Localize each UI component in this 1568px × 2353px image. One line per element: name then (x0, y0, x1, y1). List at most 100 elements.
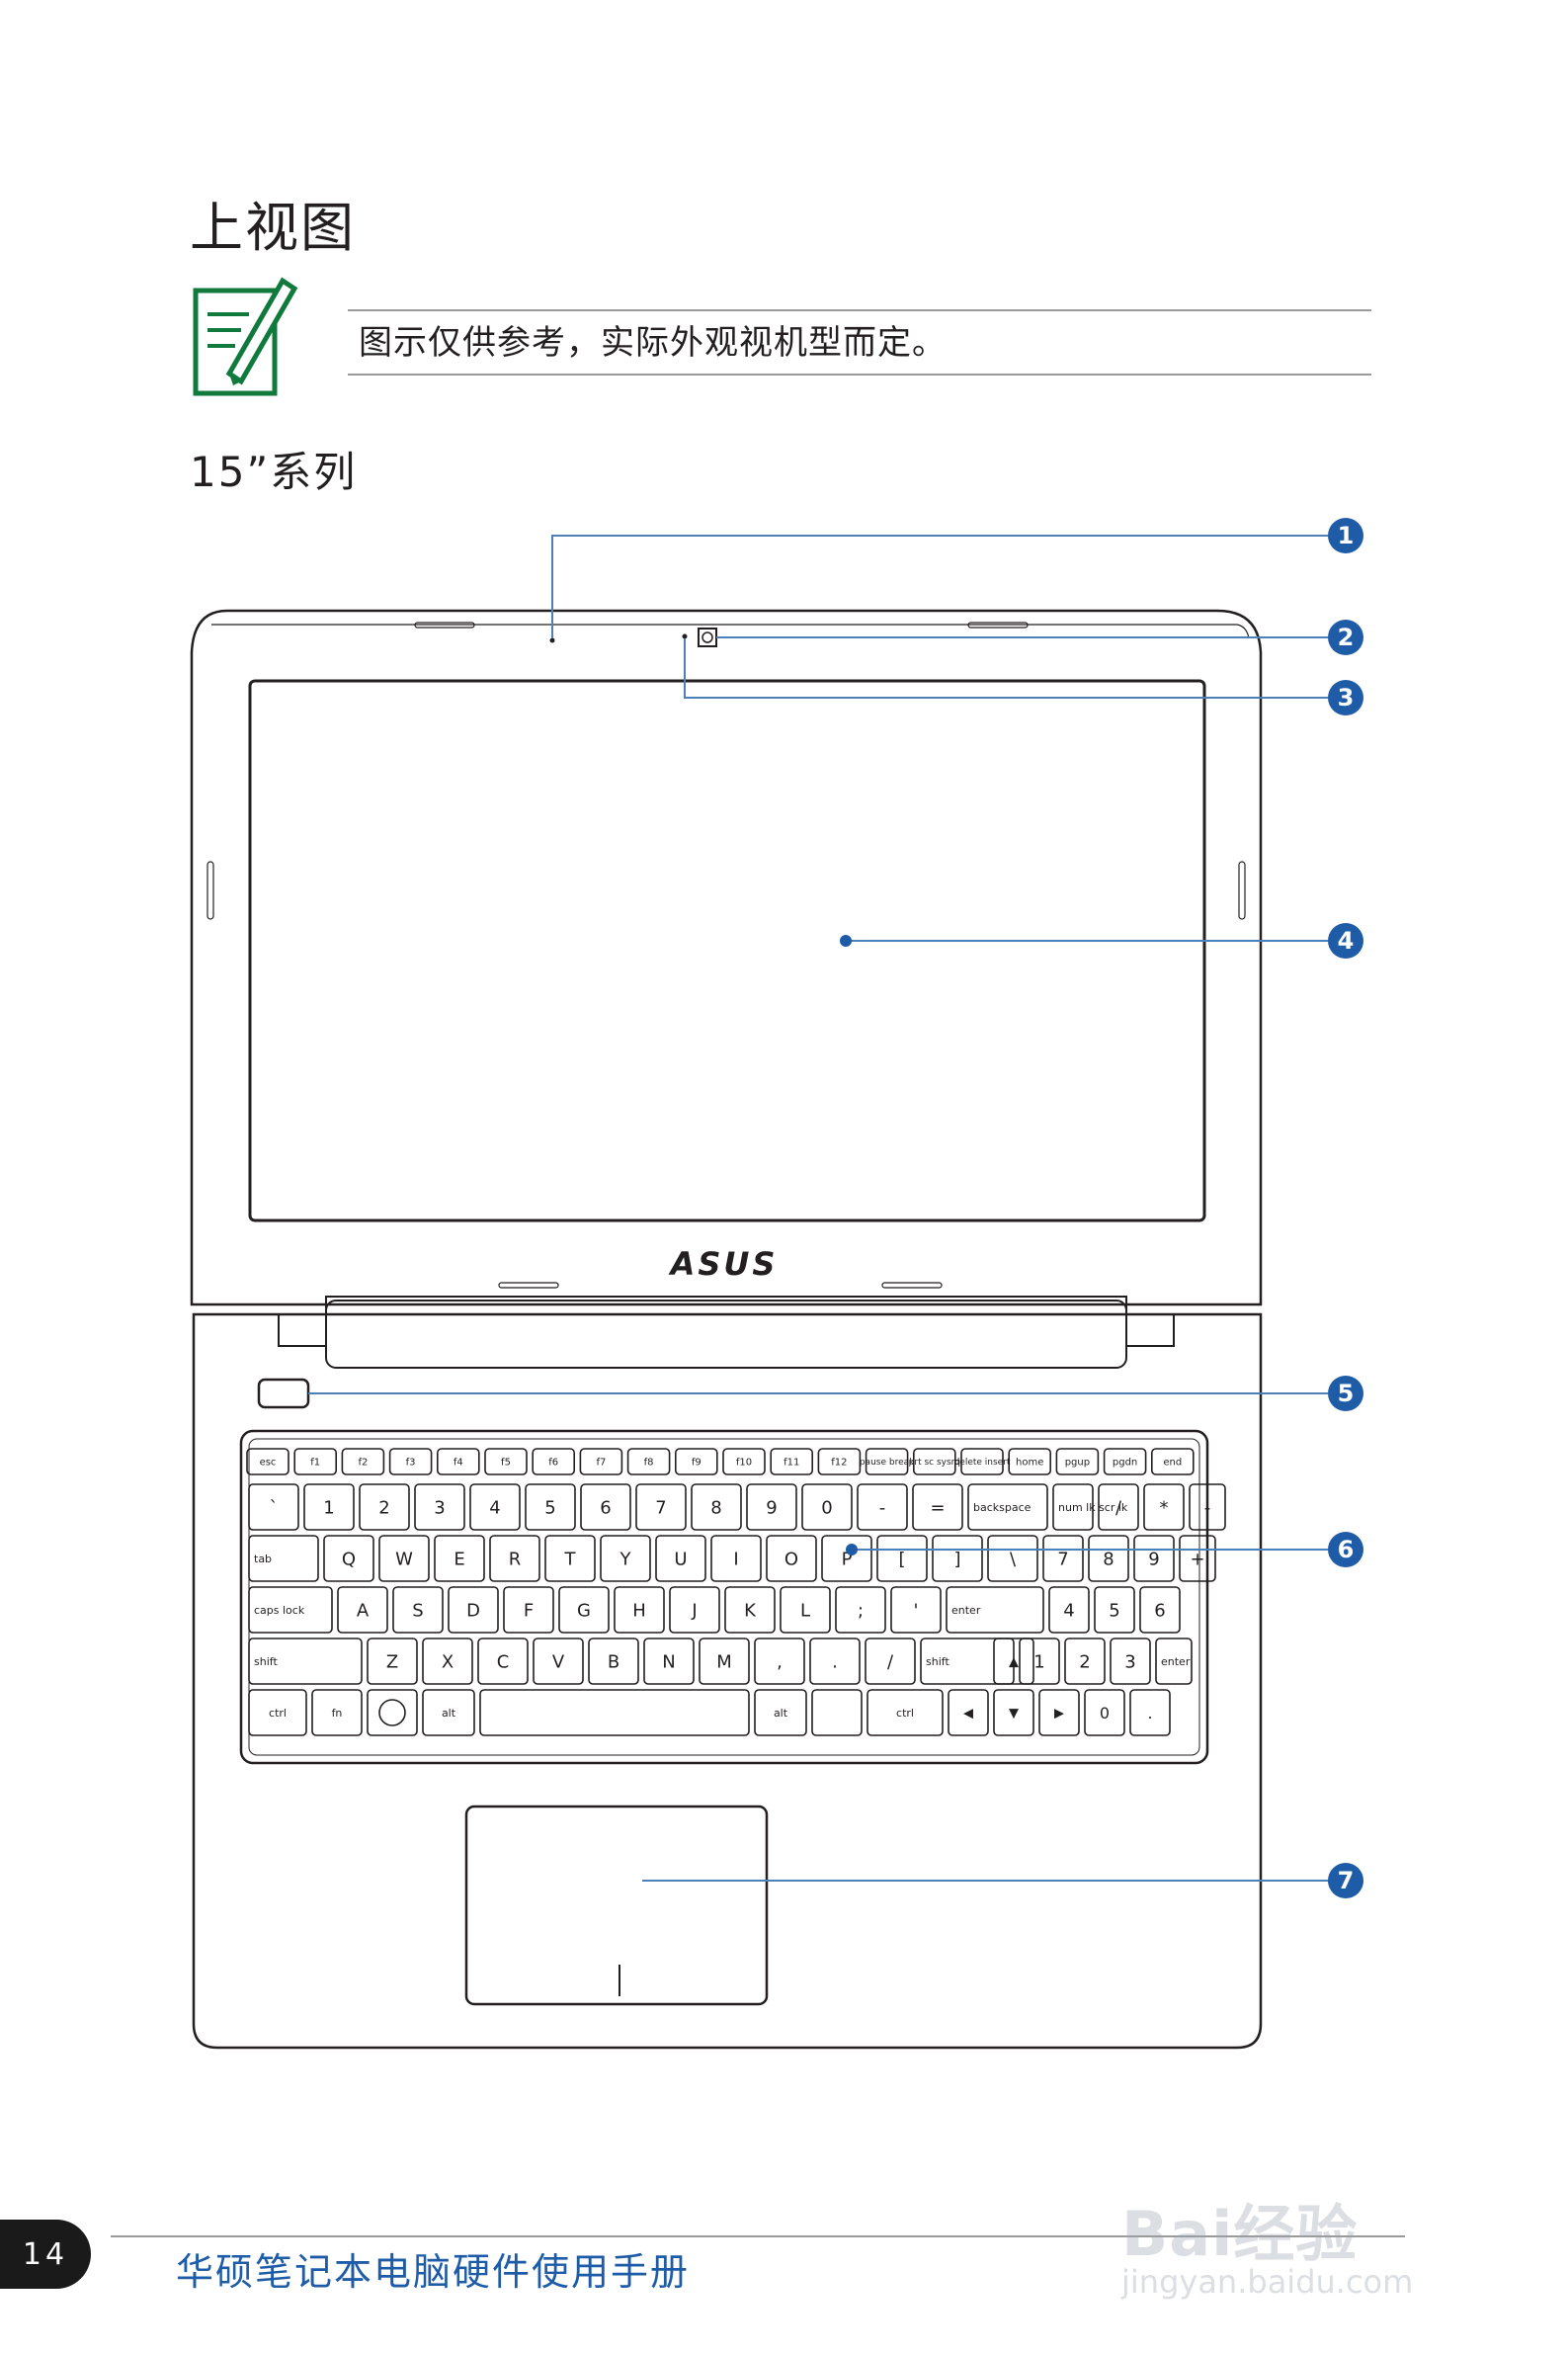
key-q: Q (323, 1535, 374, 1582)
key-pause-break: pause break (860, 1448, 915, 1475)
svg-text:3: 3 (1338, 684, 1355, 712)
key-symbol: - (1189, 1483, 1226, 1531)
svg-text:7: 7 (1057, 1549, 1068, 1569)
key-f7: f7 (579, 1448, 623, 1475)
key-l: L (780, 1586, 831, 1634)
svg-text:9: 9 (1148, 1549, 1159, 1569)
key-7: 7 (1042, 1535, 1084, 1582)
windows-key (367, 1689, 418, 1736)
svg-text:I: I (733, 1549, 738, 1569)
svg-text:+: + (1190, 1549, 1204, 1569)
svg-text:shift: shift (254, 1655, 278, 1668)
svg-text:[: [ (898, 1549, 905, 1569)
svg-text:U: U (674, 1549, 687, 1569)
svg-text:A: A (357, 1600, 370, 1621)
svg-text:enter: enter (1161, 1655, 1191, 1668)
key-g: G (558, 1586, 610, 1634)
svg-text:B: B (608, 1651, 619, 1672)
svg-text:home: home (1016, 1458, 1043, 1469)
key-symbol: ' (890, 1586, 942, 1634)
key-symbol: ] (932, 1535, 983, 1582)
manual-title: 华硕笔记本电脑硬件使用手册 (176, 2250, 691, 2294)
leader-1 (551, 535, 1328, 638)
key-3: 3 (1110, 1638, 1151, 1685)
touchpad (464, 1805, 769, 2006)
key-f8: f8 (626, 1448, 671, 1475)
svg-text:8: 8 (1103, 1549, 1114, 1569)
key-4: 4 (1048, 1586, 1090, 1634)
key-symbol: ` (248, 1483, 299, 1531)
key-arrow-down: ▼ (993, 1689, 1034, 1736)
svg-text:◀: ◀ (963, 1707, 973, 1722)
display-panel (248, 679, 1206, 1222)
key-9: 9 (1133, 1535, 1175, 1582)
callout-5: 5 (1328, 1376, 1363, 1411)
svg-text:num lk scr lk: num lk scr lk (1058, 1501, 1128, 1514)
svg-text:tab: tab (254, 1553, 272, 1565)
key-shift: shift (248, 1638, 363, 1685)
key-k: K (724, 1586, 776, 1634)
svg-text:enter: enter (951, 1604, 981, 1617)
lid-bumper-right (967, 622, 1029, 629)
key-symbol: / (865, 1638, 916, 1685)
callout-3: 3 (1328, 680, 1363, 715)
key-8: 8 (691, 1483, 742, 1531)
key-6: 6 (1139, 1586, 1181, 1634)
key-f9: f9 (674, 1448, 718, 1475)
key-5: 5 (1094, 1586, 1135, 1634)
key-m: M (699, 1638, 750, 1685)
svg-text:f11: f11 (784, 1458, 799, 1469)
key-right-ctrl: ctrl (867, 1689, 944, 1736)
svg-text:*: * (1160, 1497, 1169, 1518)
svg-text:1: 1 (1033, 1651, 1044, 1672)
svg-text:1: 1 (323, 1497, 334, 1518)
key-f6: f6 (532, 1448, 576, 1475)
svg-text:X: X (442, 1651, 454, 1672)
key-v: V (533, 1638, 584, 1685)
lid-bottom-bumper-right (881, 1282, 943, 1289)
callout-4: 4 (1328, 923, 1363, 959)
key-f4: f4 (436, 1448, 480, 1475)
key-0: 0 (801, 1483, 853, 1531)
svg-text:H: H (632, 1600, 646, 1621)
svg-text:=: = (930, 1497, 945, 1518)
key-5: 5 (525, 1483, 576, 1531)
svg-text:;: ; (858, 1600, 864, 1621)
key-o: O (766, 1535, 817, 1582)
svg-text:2: 2 (378, 1497, 389, 1518)
svg-text:shift: shift (926, 1655, 949, 1668)
key-caps-lock: caps lock (248, 1586, 333, 1634)
callout-7: 7 (1328, 1863, 1363, 1898)
key-right-alt: alt (754, 1689, 807, 1736)
key-spacebar (479, 1689, 750, 1736)
leader-6-dot (846, 1544, 858, 1555)
microphone (549, 637, 555, 643)
svg-text:7: 7 (1338, 1867, 1355, 1894)
svg-text:ctrl: ctrl (269, 1707, 287, 1720)
svg-text:f12: f12 (831, 1458, 847, 1469)
svg-text:K: K (744, 1600, 757, 1621)
page-number-badge: 14 (0, 2220, 91, 2289)
svg-text:F: F (524, 1600, 534, 1621)
callout-2: 2 (1328, 620, 1363, 655)
key-f10: f10 (722, 1448, 766, 1475)
series-label: 15”系列 (190, 448, 358, 496)
key-symbol: [ (876, 1535, 928, 1582)
svg-text:alt: alt (774, 1707, 788, 1720)
key-prt-sc-sysrq: prt sc sysrq (909, 1448, 960, 1475)
key-menu (811, 1689, 863, 1736)
svg-text:,: , (777, 1651, 783, 1672)
key-symbol: * (1143, 1483, 1185, 1531)
svg-text:-: - (1204, 1497, 1211, 1518)
baidu-watermark: Bai经验 jingyan.baidu.com (1121, 2135, 1497, 2303)
svg-text:O: O (784, 1549, 798, 1569)
svg-text:alt: alt (442, 1707, 456, 1720)
watermark-url: jingyan.baidu.com (1121, 2263, 1414, 2301)
key-symbol: , (754, 1638, 805, 1685)
svg-text:W: W (395, 1549, 413, 1569)
key-fn: fn (311, 1689, 363, 1736)
key-num-lk-scr-lk: num lk scr lk (1052, 1483, 1128, 1531)
key-w: W (378, 1535, 430, 1582)
svg-text:\: \ (1010, 1549, 1017, 1569)
